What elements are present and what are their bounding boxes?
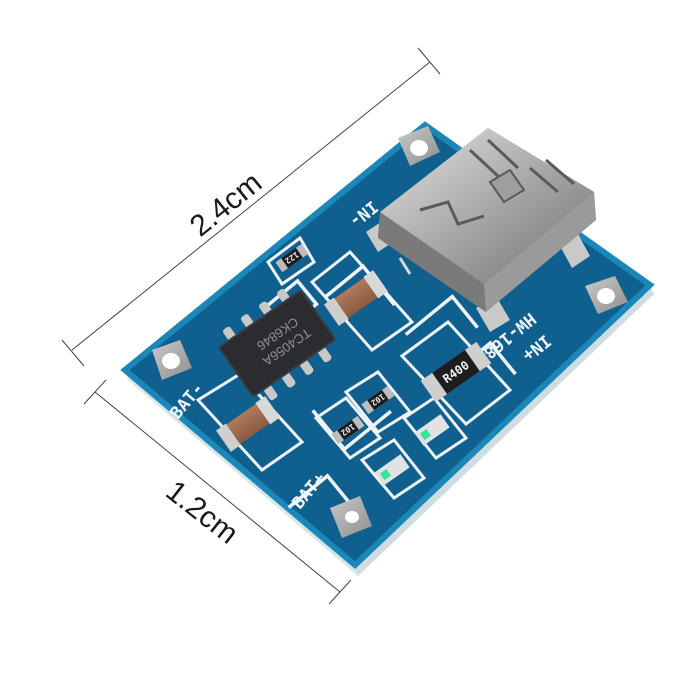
led-2: [374, 454, 410, 486]
mounting-hole-bottom: [330, 496, 372, 538]
mini-usb-connector: [378, 128, 596, 312]
mounting-hole-left: [152, 340, 192, 380]
mounting-hole-right: [585, 276, 628, 314]
width-label: 1.2cm: [159, 474, 244, 550]
capacitor-1: [323, 270, 389, 326]
mounting-hole-top: [398, 126, 440, 166]
ic-chip: TC4056A CK6846: [219, 288, 336, 401]
capacitor-2: [215, 396, 281, 452]
length-label: 2.4cm: [184, 166, 268, 243]
resistor-small-3: 102: [331, 415, 365, 445]
silkscreen-outlines: [195, 235, 513, 500]
led-1: [414, 414, 450, 446]
